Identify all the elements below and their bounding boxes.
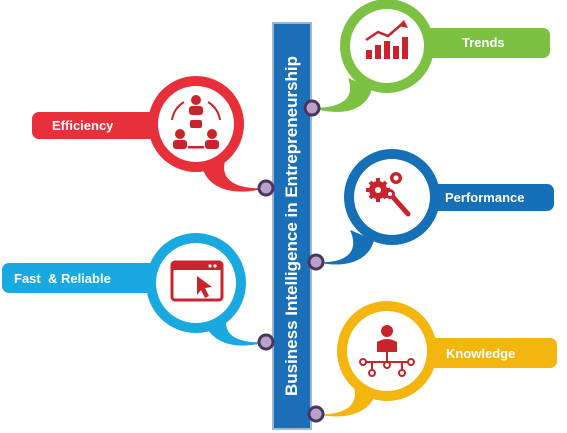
- title-bar: [272, 22, 312, 430]
- connector-dot-performance: [307, 253, 325, 271]
- bar-chart-trend-icon: [365, 20, 408, 59]
- trends-tail: [312, 78, 372, 112]
- efficiency-branch: [32, 76, 266, 192]
- trends-label: Trends: [462, 35, 505, 50]
- performance-label: Performance: [445, 190, 525, 205]
- performance-branch: [316, 149, 554, 265]
- connector-dot-trends: [303, 99, 321, 117]
- knowledge-branch: [316, 301, 557, 417]
- fast-reliable-label: Fast & Reliable: [14, 271, 111, 286]
- person-network-icon: [359, 325, 415, 377]
- trends-branch: [312, 0, 550, 112]
- knowledge-banner: [402, 338, 557, 368]
- efficiency-banner: [32, 112, 182, 139]
- efficiency-label: Efficiency: [52, 118, 114, 133]
- connector-dot-knowledge: [307, 405, 325, 423]
- browser-cursor-icon: [170, 260, 224, 302]
- knowledge-label: Knowledge: [446, 346, 516, 361]
- performance-tail: [316, 230, 374, 265]
- fast-reliable-banner: [2, 263, 162, 293]
- gears-wrench-icon: [366, 172, 411, 217]
- connector-dot-fast-reliable: [257, 333, 275, 351]
- fast-reliable-branch: [2, 233, 266, 346]
- team-meeting-icon: [171, 95, 221, 149]
- connector-dot-efficiency: [257, 179, 275, 197]
